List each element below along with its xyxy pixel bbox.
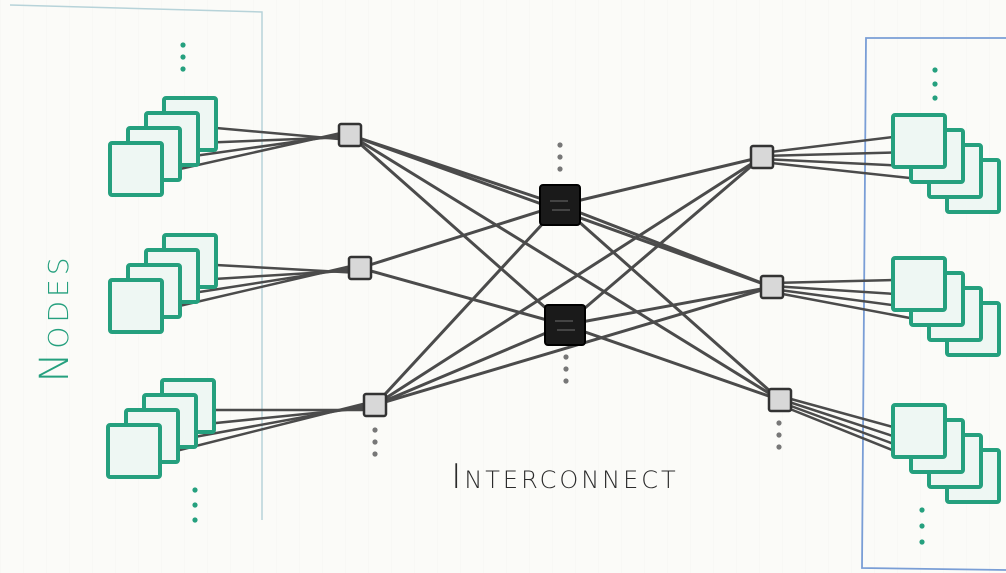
ellipsis-dot	[192, 487, 198, 493]
link-left-3-core-1	[373, 203, 562, 407]
link-left-1-core-2	[348, 133, 567, 327]
ellipsis-dot	[776, 432, 782, 438]
node-link	[771, 284, 912, 297]
ellipsis-dot	[372, 451, 378, 457]
link-cross-2	[373, 155, 764, 407]
edge-switch-4	[749, 144, 775, 170]
right-switch-ellipsis	[776, 420, 782, 450]
left-bottom-ellipsis	[192, 487, 198, 523]
links-layer	[159, 126, 948, 474]
core-switch-1	[539, 184, 581, 226]
node-link	[779, 397, 912, 444]
left-panel-border	[9, 4, 263, 520]
ellipsis-dot	[180, 54, 186, 60]
link-cross-1	[348, 133, 782, 402]
ellipsis-dot	[563, 378, 569, 384]
right-panel-border	[861, 37, 1006, 571]
core-bottom-ellipsis	[563, 354, 569, 384]
edge-switch-3	[362, 392, 388, 418]
ellipsis-dot	[557, 142, 563, 148]
node-link	[215, 126, 351, 142]
ellipsis-dot	[372, 427, 378, 433]
node-square	[891, 256, 947, 312]
node-square	[108, 141, 164, 197]
node-link	[215, 263, 361, 275]
ellipsis-dot	[919, 523, 925, 529]
node-stack-left-3	[106, 378, 216, 479]
ellipsis-dot	[557, 166, 563, 172]
ellipsis-dot	[372, 439, 378, 445]
node-stack-left-1	[108, 96, 218, 197]
left-top-ellipsis	[180, 42, 186, 72]
edge-switch-6	[767, 387, 793, 413]
edge-switch-2	[347, 255, 373, 281]
ellipsis-dot	[932, 67, 938, 73]
ellipsis-dot	[776, 420, 782, 426]
ellipsis-dot	[919, 539, 925, 545]
node-stack-right-1	[891, 113, 1001, 214]
link-right-3-core-2	[563, 323, 782, 402]
link-left-3-core-2	[373, 323, 567, 407]
ellipsis-dot	[192, 517, 198, 523]
node-link	[761, 135, 894, 155]
right-bottom-ellipsis	[919, 507, 925, 545]
link-right-1-core-2	[563, 155, 764, 327]
ellipsis-dot	[180, 66, 186, 72]
link-right-2-core-2	[563, 285, 774, 327]
edge-switch-1	[337, 122, 363, 148]
interconnect-label: Interconnect	[451, 457, 679, 497]
ellipsis-dot	[776, 444, 782, 450]
link-left-2-core-1	[358, 203, 562, 270]
link-left-2-core-2	[358, 266, 567, 327]
core-switch-2	[544, 304, 586, 346]
core-top-ellipsis	[557, 142, 563, 172]
node-stack-left-2	[108, 233, 218, 334]
node-stack-right-2	[891, 256, 1001, 357]
ellipsis-dot	[919, 507, 925, 513]
node-link	[761, 150, 912, 158]
ellipsis-dot	[932, 81, 938, 87]
node-square	[106, 423, 162, 479]
node-link	[779, 394, 894, 429]
ellipsis-dot	[932, 95, 938, 101]
ellipsis-dot	[557, 154, 563, 160]
link-right-3-core-1	[558, 203, 782, 402]
nodes-label: Nodes	[32, 253, 78, 383]
node-square	[108, 278, 164, 334]
ellipsis-dot	[192, 502, 198, 508]
node-link	[771, 278, 894, 285]
node-square	[891, 403, 947, 459]
edge-switch-5	[759, 274, 785, 300]
right-top-ellipsis	[932, 67, 938, 101]
ellipsis-dot	[563, 354, 569, 360]
link-right-1-core-1	[558, 155, 764, 207]
node-square	[891, 113, 947, 169]
left-switch-ellipsis	[372, 427, 378, 457]
node-stack-right-3	[891, 403, 1001, 504]
ellipsis-dot	[180, 42, 186, 48]
ellipsis-dot	[563, 366, 569, 372]
